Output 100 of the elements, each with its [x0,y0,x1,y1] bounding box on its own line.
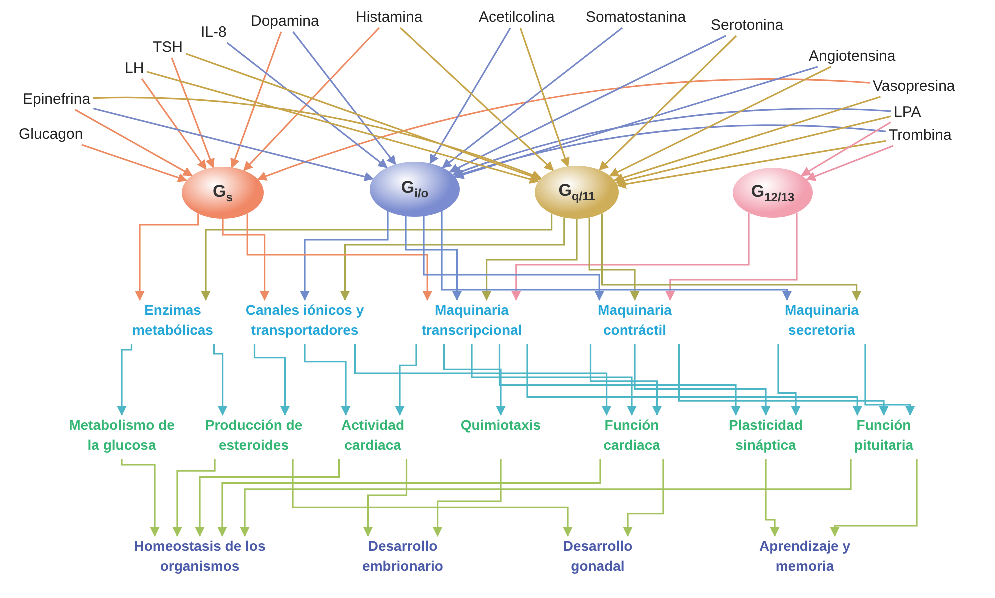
arrow [601,214,862,301]
ligand-label: LH [124,60,146,77]
arrow [526,344,862,416]
outcome-label: Homeostasis de los organismos [125,536,275,580]
ligand-label: Vasopresina [872,78,956,95]
arrow [614,96,881,183]
arrow [172,459,216,537]
function-label: Producción de esteroides [202,415,306,459]
arrow [806,145,894,182]
arrow [135,214,200,301]
outcome-label: Desarrollo embrionario [345,536,461,580]
arrow [146,71,540,184]
arrow [94,96,542,180]
arrow [117,344,133,416]
arrow [678,344,889,416]
ligand-label: Angiotensina [808,48,897,65]
arrow [442,27,624,168]
arrow [454,66,818,180]
arrow [433,459,502,537]
arrow [482,219,578,301]
effector-label: Canales iónicos y transportadores [238,300,372,344]
g-protein-ellipse [535,166,619,219]
effector-label: Maquinaria secretoria [764,300,880,344]
function-label: Quimiotaxis [452,415,550,459]
g-protein-label: G$_{12/13}$ [751,182,795,204]
g-protein-label: G$_{q/11}$ [558,181,596,204]
arrow [405,216,462,301]
arrow [240,459,852,537]
g-protein-label: G$_{s}$ [213,182,233,204]
function-label: Metabolismo de la glucosa [68,415,176,459]
arrow [395,344,418,416]
ligand-label: Serotonina [710,17,785,34]
arrow [498,344,741,416]
arrow [449,35,726,173]
effector-label: Enzimas metabólicas [118,300,228,344]
ligand-label: Glucagon [18,126,84,143]
ligand-label: IL-8 [200,24,228,41]
arrow [75,109,194,176]
arrow [254,344,290,416]
function-label: Función cardiaca [590,415,674,459]
arrow [765,459,780,537]
arrow [82,144,188,182]
arrow [171,58,215,169]
g-protein-ellipse [182,167,264,219]
function-label: Plasticidad sináptica [716,415,816,459]
arrow [830,459,918,537]
arrow [864,344,916,416]
arrow [441,212,792,301]
arrow [292,32,396,166]
arrow [141,78,207,170]
arrow [304,344,351,416]
arrow [243,27,380,172]
arrow [615,116,892,186]
arrow [623,459,664,537]
ligand-label: LPA [893,104,922,121]
ligand-label: Dopamina [250,13,320,30]
effector-label: Maquinaria contráctil [576,300,694,344]
arrow [226,42,388,168]
arrow [354,344,612,416]
arrow [363,459,408,537]
arrow [218,459,602,537]
g-protein-ellipse [733,168,813,218]
arrow [778,344,801,416]
ligand-label: Trombina [888,127,953,144]
arrow [213,344,228,416]
arrow [590,344,662,416]
ligand-label: Acetilcolina [478,9,556,26]
arrow [520,28,570,168]
arrow [430,28,512,164]
arrow [292,459,573,537]
arrow [222,219,270,301]
arrow [609,66,832,177]
arrow [230,32,282,169]
arrow [452,108,892,177]
effector-label: Maquinaria transcripcional [398,300,546,344]
arrow [246,214,432,301]
arrow [300,212,389,301]
ligand-label: Epinefrina [22,91,92,108]
arrow [512,213,750,301]
arrow [634,344,771,416]
arrow [121,459,160,537]
arrow [186,53,542,182]
arrow [599,35,738,171]
ligand-label: TSH [152,39,184,56]
arrow [201,214,553,301]
ligand-label: Histamina [355,9,424,26]
g-protein-label: G$_{i/o}$ [401,178,429,201]
arrow [471,344,637,416]
arrow [93,108,374,182]
arrow [801,122,892,176]
arrow [423,216,604,301]
arrow [443,344,506,416]
arrow [400,27,554,172]
function-label: Función pituitaria [840,415,928,459]
arrow [588,218,640,301]
arrow [340,218,566,301]
arrow [257,78,870,182]
function-label: Actividad cardiaca [328,415,418,459]
arrow [616,140,886,190]
ligand-label: Somatostanina [585,9,688,26]
